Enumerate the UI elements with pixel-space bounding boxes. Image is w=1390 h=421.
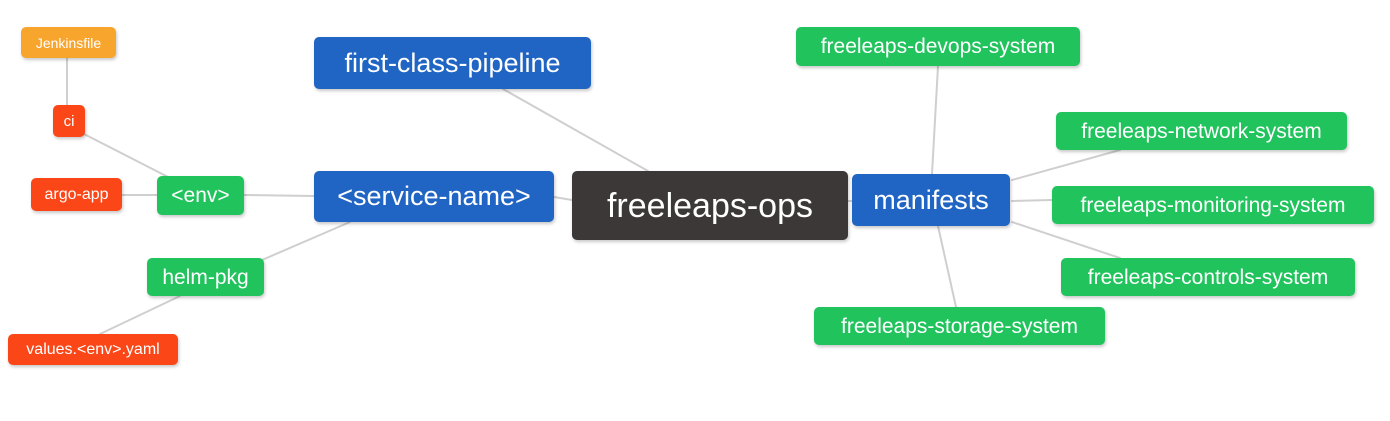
edge-first-class-pipeline-freeleaps-ops xyxy=(502,88,649,172)
node-jenkinsfile[interactable]: Jenkinsfile xyxy=(21,27,116,58)
edge-ci-env xyxy=(83,133,171,179)
node-freeleaps-ops[interactable]: freeleaps-ops xyxy=(572,171,848,240)
edge-manifests-freeleaps-storage-system xyxy=(937,225,957,308)
node-ci[interactable]: ci xyxy=(53,105,85,137)
node-manifests[interactable]: manifests xyxy=(852,174,1010,226)
node-values-env-yaml[interactable]: values.<env>.yaml xyxy=(8,334,178,365)
node-env[interactable]: <env> xyxy=(157,176,244,215)
edge-service-name-freeleaps-ops xyxy=(553,196,573,201)
edge-values-env-yaml-helm-pkg xyxy=(99,295,181,335)
node-first-class-pipeline[interactable]: first-class-pipeline xyxy=(314,37,591,89)
node-helm-pkg[interactable]: helm-pkg xyxy=(147,258,264,296)
node-freeleaps-monitoring-system[interactable]: freeleaps-monitoring-system xyxy=(1052,186,1374,224)
edge-manifests-freeleaps-devops-system xyxy=(931,65,939,175)
edge-env-service-name xyxy=(243,194,315,197)
node-service-name[interactable]: <service-name> xyxy=(314,171,554,222)
node-freeleaps-controls-system[interactable]: freeleaps-controls-system xyxy=(1061,258,1355,296)
edge-manifests-freeleaps-monitoring-system xyxy=(1011,199,1053,202)
node-freeleaps-devops-system[interactable]: freeleaps-devops-system xyxy=(796,27,1080,66)
edge-manifests-freeleaps-network-system xyxy=(1011,149,1121,181)
edge-helm-pkg-service-name xyxy=(261,221,351,261)
edge-manifests-freeleaps-controls-system xyxy=(1011,221,1121,259)
node-argo-app[interactable]: argo-app xyxy=(31,178,122,211)
node-freeleaps-storage-system[interactable]: freeleaps-storage-system xyxy=(814,307,1105,345)
node-freeleaps-network-system[interactable]: freeleaps-network-system xyxy=(1056,112,1347,150)
